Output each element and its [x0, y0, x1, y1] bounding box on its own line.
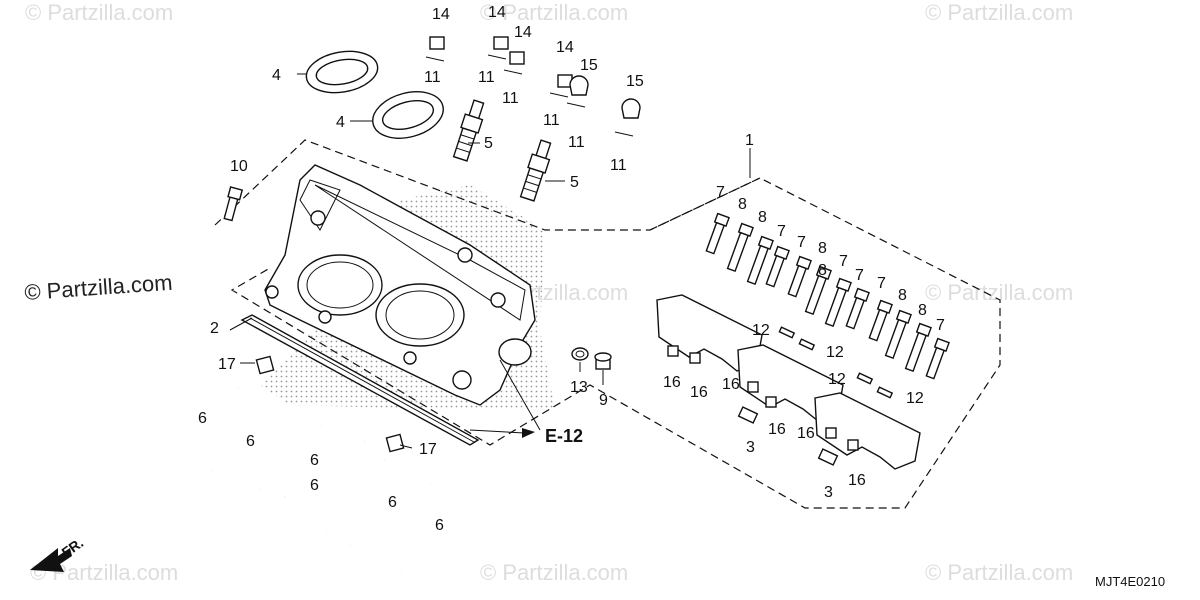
callout-16: 16	[663, 374, 681, 391]
bolt-10	[223, 186, 244, 222]
callout-3: 3	[824, 484, 833, 501]
callout-12: 12	[906, 390, 924, 407]
callout-11: 11	[543, 112, 560, 129]
callout-11: 11	[424, 69, 441, 86]
callout-7: 7	[877, 275, 886, 292]
callout-16: 16	[690, 384, 708, 401]
callout-12: 12	[828, 371, 846, 388]
callout-4: 4	[272, 67, 281, 84]
stud-bolts	[209, 387, 435, 572]
callout-16: 16	[722, 376, 740, 393]
callout-11: 11	[502, 90, 519, 107]
callout-11: 11	[478, 69, 495, 86]
callout-6: 6	[388, 494, 397, 511]
nuts-and-washers	[425, 36, 641, 137]
callout-5: 5	[570, 174, 579, 191]
holder-bolts	[705, 212, 950, 380]
callout-6: 6	[310, 452, 319, 469]
callout-13: 13	[570, 379, 588, 396]
callout-6: 6	[310, 477, 319, 494]
callout-7: 7	[839, 253, 848, 270]
callout-8: 8	[818, 240, 827, 257]
callout-8: 8	[758, 209, 767, 226]
callout-9: 9	[599, 392, 608, 409]
callout-6: 6	[435, 517, 444, 534]
diagram-code: MJT4E0210	[1095, 574, 1165, 589]
callout-11: 11	[610, 157, 627, 174]
right-group-outline	[649, 177, 761, 231]
watermark: © Partzilla.com	[480, 560, 628, 585]
callout-8: 8	[738, 196, 747, 213]
reference-arrow: E-12	[469, 426, 583, 446]
callout-8: 8	[818, 262, 827, 279]
callout-10: 10	[230, 158, 248, 175]
callout-17: 17	[419, 441, 437, 458]
callout-8: 8	[918, 302, 927, 319]
callout-16: 16	[848, 472, 866, 489]
leader-lines	[229, 73, 751, 449]
camshaft-holders	[656, 294, 921, 470]
small-parts	[667, 326, 894, 466]
callout-6: 6	[198, 410, 207, 427]
reference-label: E-12	[545, 426, 583, 446]
callout-15: 15	[626, 73, 644, 90]
spark-plugs	[452, 99, 552, 202]
callout-16: 16	[797, 425, 815, 442]
watermark: © Partzilla.com	[25, 0, 173, 25]
watermark: © Partzilla.com	[480, 0, 628, 25]
callout-5: 5	[484, 135, 493, 152]
callout-2: 2	[210, 320, 219, 337]
callout-3: 3	[746, 439, 755, 456]
callout-14: 14	[488, 4, 506, 21]
main-watermark: © Partzilla.com	[24, 270, 174, 305]
callout-4: 4	[336, 114, 345, 131]
callout-8: 8	[898, 287, 907, 304]
callout-7: 7	[855, 267, 864, 284]
callout-14: 14	[432, 6, 450, 23]
callout-6: 6	[246, 433, 255, 450]
callout-12: 12	[752, 322, 770, 339]
callout-1: 1	[745, 132, 754, 149]
callout-12: 12	[826, 344, 844, 361]
watermark: © Partzilla.com	[925, 560, 1073, 585]
callout-7: 7	[797, 234, 806, 251]
cylinder-head	[264, 164, 536, 406]
head-gasket	[240, 314, 480, 446]
callout-11: 11	[568, 134, 585, 151]
callout-14: 14	[514, 24, 532, 41]
callout-15: 15	[580, 57, 598, 74]
seal-and-plug	[571, 347, 612, 370]
callout-14: 14	[556, 39, 574, 56]
callout-17: 17	[218, 356, 236, 373]
callout-7: 7	[777, 223, 786, 240]
tube-seals	[305, 50, 444, 139]
callout-7: 7	[716, 184, 725, 201]
callout-numbers: 1 2 3 3 4 4 5 5 6 6 6 6 6 6 7 7 7 7 7 7 …	[198, 4, 945, 534]
dowel-pins	[255, 355, 405, 453]
callout-7: 7	[936, 317, 945, 334]
watermark: © Partzilla.com	[925, 0, 1073, 25]
watermarks: © Partzilla.com © Partzilla.com © Partzi…	[24, 0, 1074, 585]
watermark: © Partzilla.com	[925, 280, 1073, 305]
callout-16: 16	[768, 421, 786, 438]
